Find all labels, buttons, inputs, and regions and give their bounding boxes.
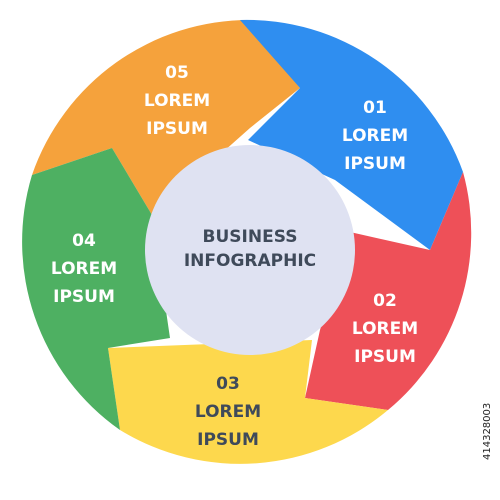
segment-02-label: 02 LOREM IPSUM (352, 291, 418, 367)
segment-05-number: 05 (165, 63, 189, 83)
segment-04-line1: LOREM (51, 259, 117, 279)
segment-ring (22, 19, 472, 464)
center-title-line1: BUSINESS (203, 227, 298, 247)
segment-01-line2: IPSUM (344, 154, 406, 174)
segment-05-line2: IPSUM (146, 119, 208, 139)
segment-04-label: 04 LOREM IPSUM (51, 231, 117, 307)
stock-id: 414328003 (482, 403, 493, 460)
segment-01-number: 01 (363, 98, 387, 118)
segment-05-shape (32, 19, 300, 216)
segment-03-shape (108, 340, 388, 464)
segment-04-shape (22, 148, 171, 430)
segment-05-label: 05 LOREM IPSUM (144, 63, 210, 139)
center-circle (145, 145, 355, 355)
segment-01-shape (240, 19, 463, 250)
segment-03-label: 03 LOREM IPSUM (195, 374, 261, 450)
center-title-line2: INFOGRAPHIC (184, 251, 316, 271)
segment-04-number: 04 (72, 231, 96, 251)
segment-02-line1: LOREM (352, 319, 418, 339)
segment-04-line2: IPSUM (53, 287, 115, 307)
segment-05-line1: LOREM (144, 91, 210, 111)
segment-01-line1: LOREM (342, 126, 408, 146)
segment-02-shape (305, 172, 472, 410)
segment-03-line1: LOREM (195, 402, 261, 422)
segment-02-number: 02 (373, 291, 397, 311)
segment-02-line2: IPSUM (354, 347, 416, 367)
segment-03-line2: IPSUM (197, 430, 259, 450)
segment-01-label: 01 LOREM IPSUM (342, 98, 408, 174)
segment-03-number: 03 (216, 374, 240, 394)
